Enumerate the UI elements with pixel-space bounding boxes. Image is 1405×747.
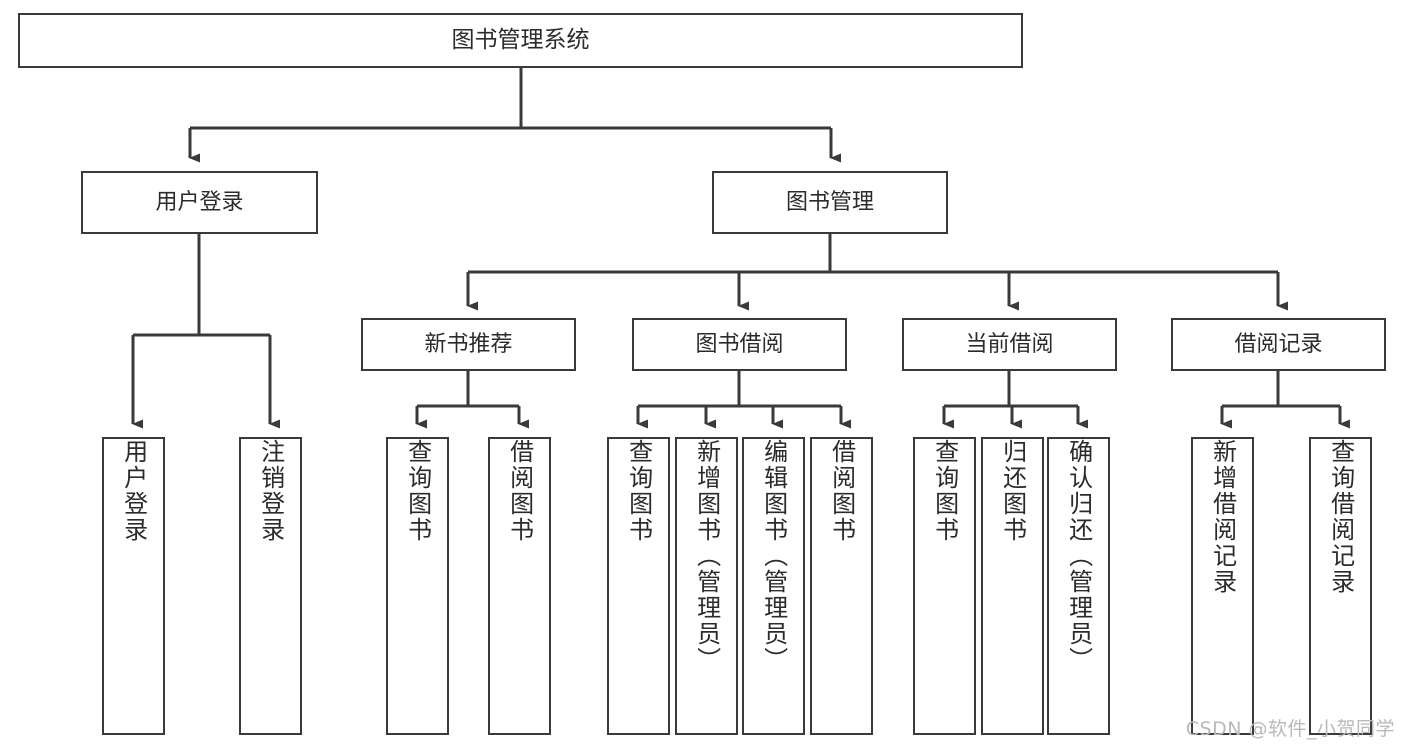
node-label: 查询图书 [624, 439, 653, 543]
leaf-query-book-borrow[interactable]: 查询图书 [607, 437, 670, 735]
node-label: 查询图书 [930, 439, 959, 543]
node-label: 确认归还（管理员） [1064, 439, 1093, 673]
node-label: 当前借阅 [965, 331, 1054, 357]
node-label: 借阅图书 [827, 439, 856, 543]
leaf-confirm-return-admin[interactable]: 确认归还（管理员） [1047, 437, 1110, 735]
leaf-logout-login[interactable]: 注销登录 [239, 437, 302, 735]
leaf-query-book-recommend[interactable]: 查询图书 [386, 437, 449, 735]
node-label: 查询借阅记录 [1326, 439, 1355, 595]
node-new-book-recommend[interactable]: 新书推荐 [361, 318, 576, 371]
node-borrow-record[interactable]: 借阅记录 [1171, 318, 1386, 371]
node-label: 新书推荐 [424, 331, 513, 357]
node-book-borrow[interactable]: 图书借阅 [632, 318, 847, 371]
node-label: 图书借阅 [695, 331, 784, 357]
node-label: 归还图书 [998, 439, 1027, 543]
node-label: 查询图书 [403, 439, 432, 543]
node-label: 新增借阅记录 [1208, 439, 1237, 595]
leaf-add-borrow-record[interactable]: 新增借阅记录 [1191, 437, 1254, 735]
node-label: 借阅记录 [1234, 331, 1323, 357]
leaf-edit-book-admin[interactable]: 编辑图书（管理员） [742, 437, 805, 735]
leaf-user-login[interactable]: 用户登录 [102, 437, 165, 735]
node-book-management-system[interactable]: 图书管理系统 [18, 13, 1023, 68]
leaf-borrow-book[interactable]: 借阅图书 [810, 437, 873, 735]
csdn-watermark: CSDN @软件_小贺同学 [1185, 718, 1395, 740]
leaf-borrow-book-recommend[interactable]: 借阅图书 [488, 437, 551, 735]
node-label: 图书管理 [785, 189, 874, 215]
leaf-query-borrow-record[interactable]: 查询借阅记录 [1309, 437, 1372, 735]
node-label: 编辑图书（管理员） [759, 439, 788, 673]
leaf-query-book-current[interactable]: 查询图书 [913, 437, 976, 735]
node-current-borrow[interactable]: 当前借阅 [902, 318, 1117, 371]
node-label: 新增图书（管理员） [692, 439, 721, 673]
node-label: 用户登录 [155, 189, 244, 215]
node-label: 图书管理系统 [451, 26, 590, 53]
node-label: 注销登录 [256, 439, 285, 543]
node-user-login[interactable]: 用户登录 [81, 171, 318, 234]
node-label: 用户登录 [119, 439, 148, 543]
node-label: 借阅图书 [505, 439, 534, 543]
leaf-return-book[interactable]: 归还图书 [981, 437, 1044, 735]
leaf-add-book-admin[interactable]: 新增图书（管理员） [675, 437, 738, 735]
node-book-management[interactable]: 图书管理 [712, 171, 948, 234]
